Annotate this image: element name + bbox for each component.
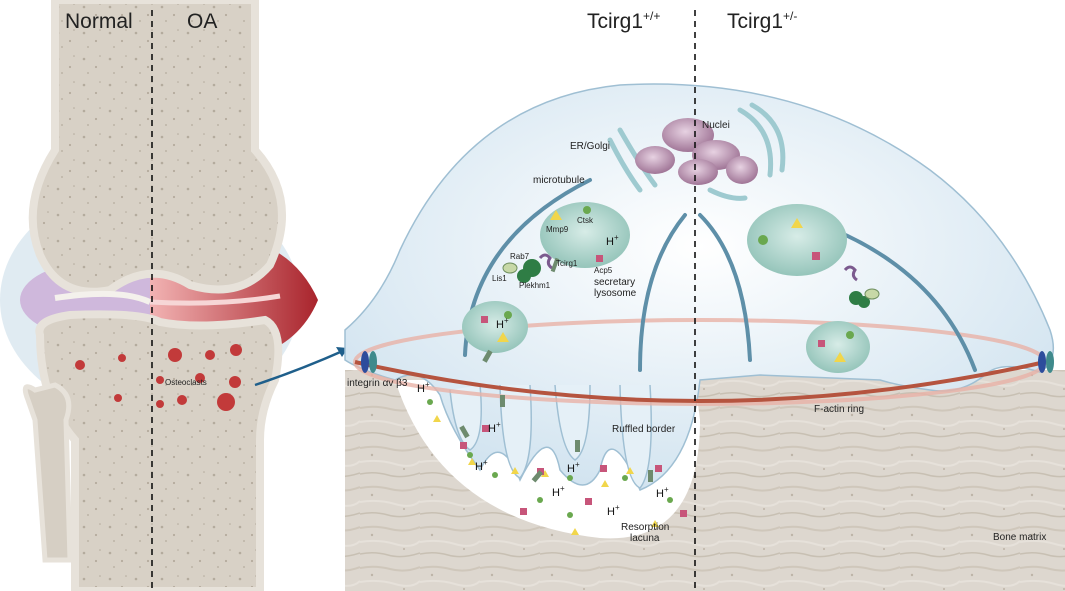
panel-label-tcirg1-wt: Tcirg1+/+: [587, 9, 660, 33]
mmp9-label: Mmp9: [546, 225, 569, 234]
resorption-label-1: Resorption: [621, 522, 669, 533]
proton-pumps: [459, 349, 653, 483]
nuclei: [635, 118, 758, 185]
transport-complex: [502, 253, 560, 283]
plekhm1-label: Plekhm1: [519, 281, 551, 290]
vesicle-het-lower: [806, 321, 870, 373]
er-golgi-label: ER/Golgi: [570, 141, 610, 152]
fibula-bone: [22, 382, 73, 563]
integrin-marker-right: [1038, 351, 1054, 373]
panel-label-tcirg1-het: Tcirg1+/-: [727, 9, 797, 33]
svg-text:H+: H+: [552, 484, 565, 499]
panel-label-normal: Normal: [65, 10, 133, 33]
zoom-arrow: [254, 348, 346, 387]
svg-text:H+: H+: [488, 420, 501, 435]
femur-bone: [28, 0, 286, 296]
nuclei-label: Nuclei: [702, 120, 730, 131]
acp5-label: Acp5: [594, 266, 613, 275]
f-actin-ring-label: F-actin ring: [814, 404, 864, 415]
svg-text:H+: H+: [567, 460, 580, 475]
svg-text:H+: H+: [656, 485, 669, 500]
h-plus-lacuna-labels: H+ H+ H+ H+ H+ H+ H+: [417, 380, 669, 518]
microtubule-label: microtubule: [533, 175, 585, 186]
secretory-lysosome-large: [540, 202, 630, 268]
osteoclast-clusters: [75, 344, 242, 411]
ruffled-border-fingers: [449, 384, 652, 489]
rab7-label: Rab7: [510, 252, 530, 261]
panel-label-oa: OA: [187, 10, 217, 33]
svg-text:H+: H+: [607, 503, 620, 518]
bone-matrix-label: Bone matrix: [993, 532, 1046, 543]
transport-complex-het: [843, 265, 880, 308]
h-plus-small-lysosome: H+: [496, 316, 509, 331]
lis1-label: Lis1: [492, 274, 507, 283]
resorption-label-2: lacuna: [630, 533, 660, 544]
integrin-label: integrin αv β3: [347, 378, 408, 389]
tibia-bone: [35, 310, 283, 591]
svg-text:H+: H+: [475, 458, 488, 473]
h-plus-in-lysosome: H+: [606, 233, 619, 248]
secretary-lysosome-label-1: secretary: [594, 277, 635, 288]
secretory-lysosome-small: [462, 301, 528, 353]
knee-joint-illustration: Osteoclasts: [0, 0, 348, 591]
secretary-lysosome-label-2: lysosome: [594, 288, 637, 299]
osteoclasts-label: Osteoclasts: [165, 378, 207, 387]
integrin-marker-left: [361, 351, 377, 373]
ctsk-label: Ctsk: [577, 216, 594, 225]
f-actin-ring-front: [354, 360, 1046, 403]
er-golgi: [607, 102, 786, 201]
osteoclast-illustration: Nuclei ER/Golgi microtubule Ctsk Mmp9 H+…: [344, 83, 1065, 591]
svg-text:H+: H+: [417, 380, 430, 395]
vesicle-het-upper: [747, 204, 847, 276]
ruffled-border-label: Ruffled border: [612, 424, 676, 435]
tcirg1-label: Tcirg1: [556, 259, 578, 268]
